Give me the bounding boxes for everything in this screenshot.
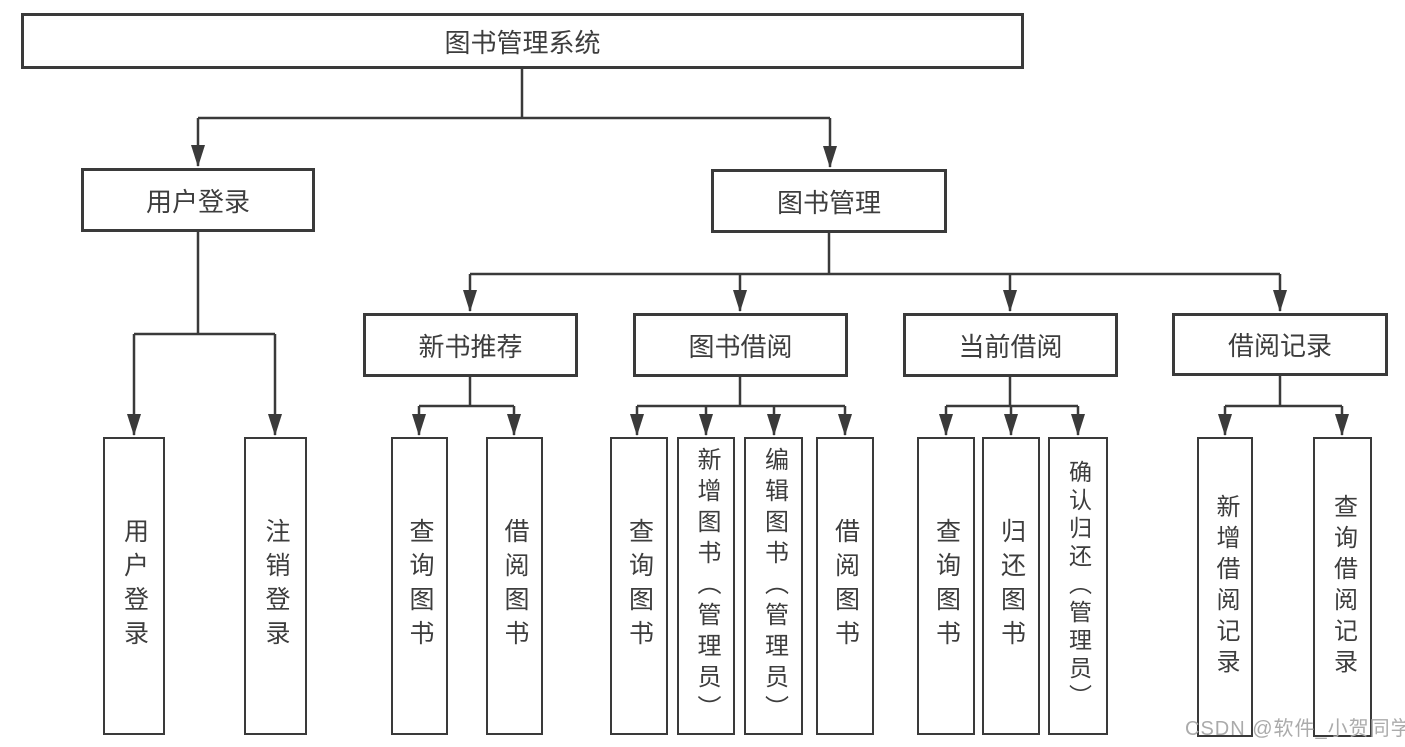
node-book-management-label: 图书管理 [776,187,881,218]
leaf-cb-return-books: 归还图书 [982,437,1040,735]
leaf-br-add-record: 新增借阅记录 [1197,437,1253,737]
leaf-cb-query-books-label: 查询图书 [932,518,961,654]
leaf-br-query-record-label: 查询借阅记录 [1329,494,1357,680]
leaf-br-query-record: 查询借阅记录 [1313,437,1372,737]
leaf-logout-label: 注销登录 [262,518,290,654]
node-book-management: 图书管理 [711,169,947,233]
leaf-br-add-record-label: 新增借阅记录 [1212,494,1239,680]
connector-arrows [127,118,1349,436]
node-new-book-recommend-label: 新书推荐 [418,331,523,362]
node-root: 图书管理系统 [21,13,1024,69]
leaf-cb-query-books: 查询图书 [917,437,975,735]
node-borrow-records: 借阅记录 [1172,313,1388,376]
node-root-label: 图书管理系统 [444,27,601,58]
leaf-bb-add-books-admin-label: 新增图书（管理员） [693,446,720,726]
leaf-user-login: 用户登录 [103,437,165,735]
leaf-cb-return-books-label: 归还图书 [997,518,1026,654]
leaf-bb-edit-books-admin-label: 编辑图书（管理员） [760,446,788,726]
node-new-book-recommend: 新书推荐 [363,313,578,377]
leaf-user-login-label: 用户登录 [120,518,149,654]
leaf-bb-add-books-admin: 新增图书（管理员） [677,437,735,735]
watermark: CSDN @软件_小贺同学 [1185,718,1405,740]
leaf-bb-edit-books-admin: 编辑图书（管理员） [744,437,803,735]
leaf-cb-confirm-return-admin-label: 确认归还（管理员） [1065,460,1092,712]
leaf-bb-query-books: 查询图书 [610,437,668,735]
node-user-login-label: 用户登录 [145,186,250,217]
leaf-cb-confirm-return-admin: 确认归还（管理员） [1048,437,1108,735]
leaf-nb-borrow-books: 借阅图书 [486,437,543,735]
leaf-bb-query-books-label: 查询图书 [625,518,654,654]
node-current-borrow: 当前借阅 [903,313,1118,377]
node-book-borrow-label: 图书借阅 [688,331,793,362]
leaf-nb-query-books-label: 查询图书 [406,518,434,654]
leaf-nb-borrow-books-label: 借阅图书 [501,518,529,654]
node-user-login: 用户登录 [81,168,315,232]
node-borrow-records-label: 借阅记录 [1227,331,1332,361]
node-current-borrow-label: 当前借阅 [958,331,1063,362]
leaf-bb-borrow-books: 借阅图书 [816,437,874,735]
connector-elbows [134,69,1342,408]
node-book-borrow: 图书借阅 [633,313,848,377]
leaf-logout: 注销登录 [244,437,307,735]
leaf-bb-borrow-books-label: 借阅图书 [831,518,860,654]
leaf-nb-query-books: 查询图书 [391,437,448,735]
